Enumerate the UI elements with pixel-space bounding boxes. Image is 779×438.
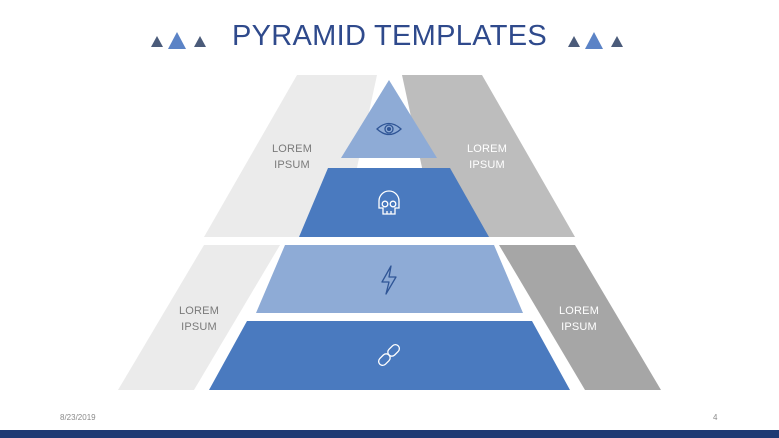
- upper-right-panel-label-line2: IPSUM: [469, 159, 505, 171]
- pyramid-tier-3[interactable]: [256, 245, 523, 313]
- page-title: PYRAMID TEMPLATES: [231, 20, 548, 52]
- lower-left-panel-label-line1: LOREM: [179, 305, 219, 317]
- lightning-bolt-icon: [381, 265, 397, 295]
- eye-icon: [376, 122, 402, 136]
- pyramid-tier-1[interactable]: [341, 80, 437, 158]
- lower-right-panel: [499, 245, 661, 390]
- lower-right-panel-label-line1: LOREM: [559, 305, 599, 317]
- lower-left-panel-label-line2: IPSUM: [181, 321, 217, 333]
- upper-right-panel-label-line1: LOREM: [467, 143, 507, 155]
- footer-bar: [0, 430, 779, 438]
- pyramid-tier-2[interactable]: [299, 168, 489, 237]
- decorative-triangles-right: [568, 32, 623, 49]
- lower-right-panel-label-line2: IPSUM: [561, 321, 597, 333]
- upper-left-panel-label-line2: IPSUM: [274, 159, 310, 171]
- lower-left-panel: [118, 245, 280, 390]
- slide-date: 8/23/2019: [60, 413, 96, 422]
- decorative-triangles-left: [151, 32, 206, 49]
- skull-icon: [378, 190, 400, 215]
- page-number: 4: [713, 413, 718, 422]
- upper-left-panel-label-line1: LOREM: [272, 143, 312, 155]
- link-icon: [377, 343, 401, 367]
